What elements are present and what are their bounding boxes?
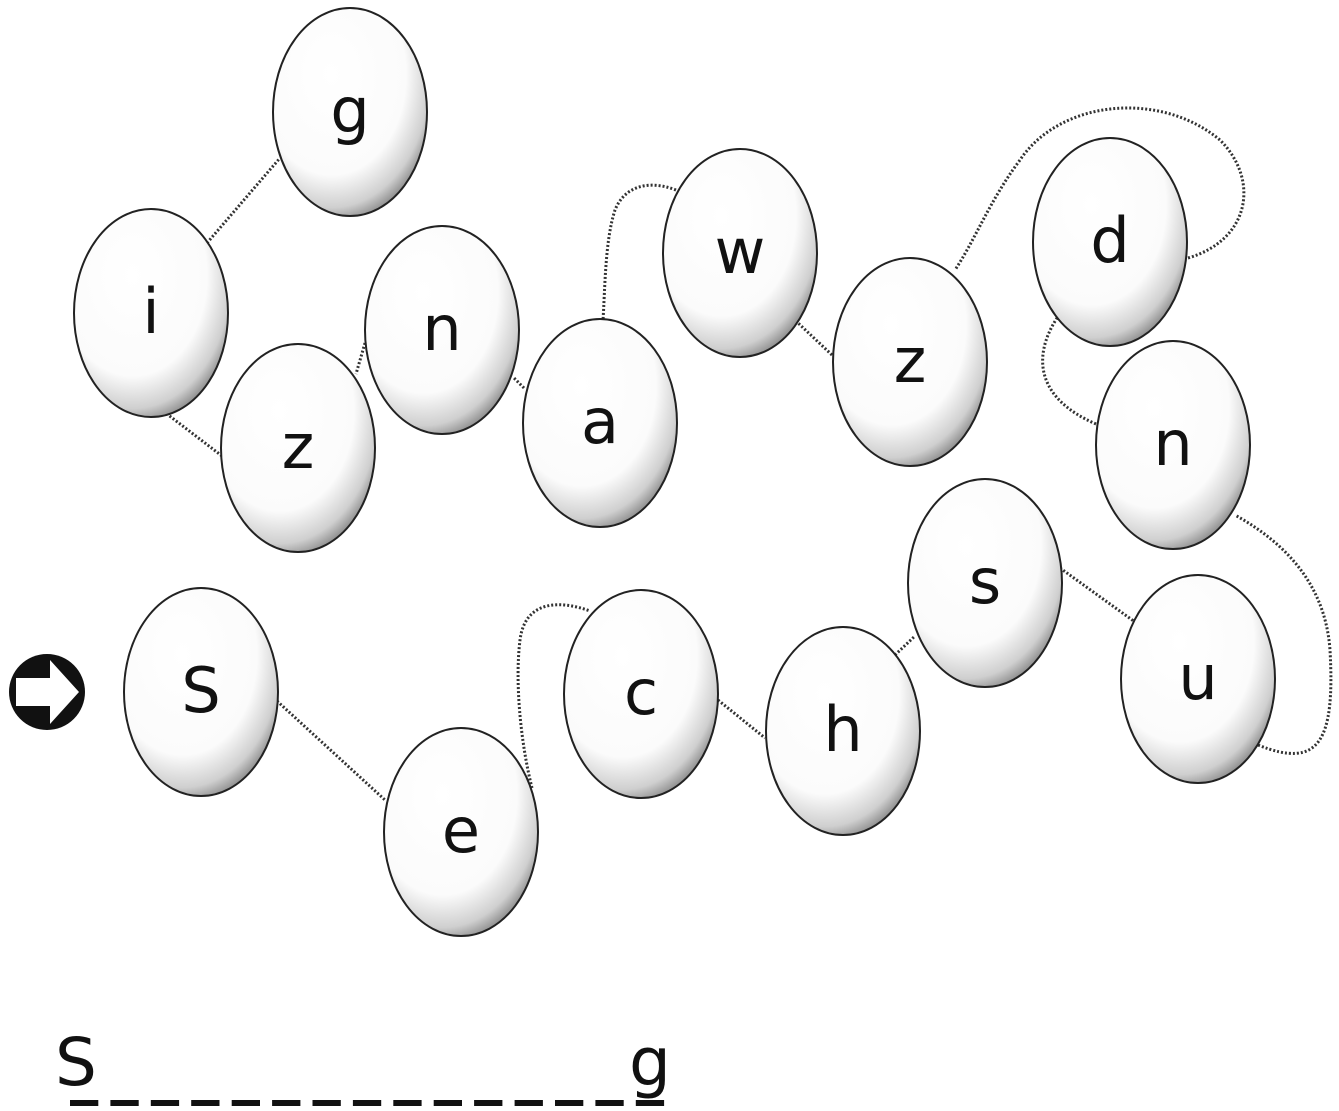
bead-shape bbox=[383, 727, 539, 937]
bead-letter: i bbox=[142, 275, 159, 348]
bead-12: n bbox=[364, 225, 520, 435]
bead-letter: n bbox=[422, 292, 461, 365]
answer-slot bbox=[595, 1100, 624, 1106]
answer-slot bbox=[474, 1100, 503, 1106]
bead-shape bbox=[1120, 574, 1276, 784]
beads-layer: Se c h s u n d z w a n z i g bbox=[73, 7, 1276, 937]
answer-slot bbox=[555, 1100, 584, 1106]
bead-letter: a bbox=[581, 385, 619, 458]
bead-shape bbox=[272, 7, 428, 217]
answer-slot bbox=[352, 1100, 382, 1106]
bead-strings bbox=[166, 106, 1333, 802]
string-w-a bbox=[601, 183, 677, 321]
bead-shape bbox=[765, 626, 921, 836]
string-n-z bbox=[354, 342, 367, 375]
bead-shape bbox=[563, 589, 719, 799]
answer-area: S g bbox=[55, 1024, 671, 1106]
string-i-g bbox=[205, 157, 282, 244]
answer-slots bbox=[70, 1100, 665, 1106]
bead-shape bbox=[220, 343, 376, 553]
bead-letter: c bbox=[624, 656, 658, 729]
string-a-n bbox=[511, 375, 526, 390]
bead-4: h bbox=[765, 626, 921, 836]
bead-15: g bbox=[272, 7, 428, 217]
string-h-s bbox=[893, 634, 917, 657]
answer-first-letter: S bbox=[55, 1024, 97, 1101]
bead-shape bbox=[832, 257, 988, 467]
answer-slot bbox=[514, 1100, 543, 1106]
answer-slot bbox=[191, 1100, 220, 1106]
bead-9: z bbox=[832, 257, 988, 467]
bead-letter: s bbox=[969, 545, 1001, 618]
bead-8: d bbox=[1032, 137, 1188, 347]
bead-letter: n bbox=[1153, 407, 1192, 480]
answer-last-letter: g bbox=[629, 1024, 671, 1101]
answer-slot bbox=[635, 1100, 665, 1106]
bead-letter: w bbox=[715, 215, 766, 288]
answer-slot bbox=[312, 1100, 341, 1106]
string-S-e bbox=[275, 699, 387, 802]
bead-6: u bbox=[1120, 574, 1276, 784]
bead-shape bbox=[522, 318, 678, 528]
bead-11: a bbox=[522, 318, 678, 528]
bead-letter: u bbox=[1178, 641, 1217, 714]
string-c-h bbox=[717, 698, 766, 740]
bead-letter: S bbox=[181, 654, 220, 727]
bead-letter: z bbox=[894, 324, 927, 397]
bead-letter: z bbox=[282, 410, 315, 483]
answer-slot bbox=[393, 1100, 422, 1106]
bead-letter: g bbox=[330, 74, 369, 147]
bead-letter: d bbox=[1090, 204, 1129, 277]
string-s-u bbox=[1059, 566, 1136, 624]
string-e-c bbox=[516, 603, 591, 789]
bead-3: c bbox=[563, 589, 719, 799]
bead-14: i bbox=[73, 208, 229, 418]
bead-shape bbox=[662, 148, 818, 358]
string-d-z bbox=[953, 106, 1246, 271]
string-z-i bbox=[166, 412, 223, 458]
bead-shape bbox=[1095, 340, 1251, 550]
answer-slot bbox=[110, 1100, 139, 1106]
bead-letter: e bbox=[442, 794, 480, 867]
bead-5: s bbox=[907, 478, 1063, 688]
bead-letter: h bbox=[823, 693, 862, 766]
bead-2: e bbox=[383, 727, 539, 937]
answer-slot bbox=[272, 1100, 301, 1106]
string-z-w bbox=[795, 320, 834, 357]
string-n-d bbox=[1041, 317, 1097, 426]
bead-1: S bbox=[123, 587, 279, 797]
answer-slot bbox=[433, 1100, 462, 1106]
bead-10: w bbox=[662, 148, 818, 358]
answer-slot bbox=[150, 1100, 180, 1106]
bead-shape bbox=[364, 225, 520, 435]
answer-slot bbox=[70, 1100, 99, 1106]
answer-slot bbox=[231, 1100, 260, 1106]
bead-shape bbox=[1032, 137, 1188, 347]
bead-7: n bbox=[1095, 340, 1251, 550]
right-arrow-circle-icon bbox=[9, 654, 85, 730]
bead-shape bbox=[907, 478, 1063, 688]
bead-13: z bbox=[220, 343, 376, 553]
bead-shape bbox=[73, 208, 229, 418]
bead-shape bbox=[123, 587, 279, 797]
